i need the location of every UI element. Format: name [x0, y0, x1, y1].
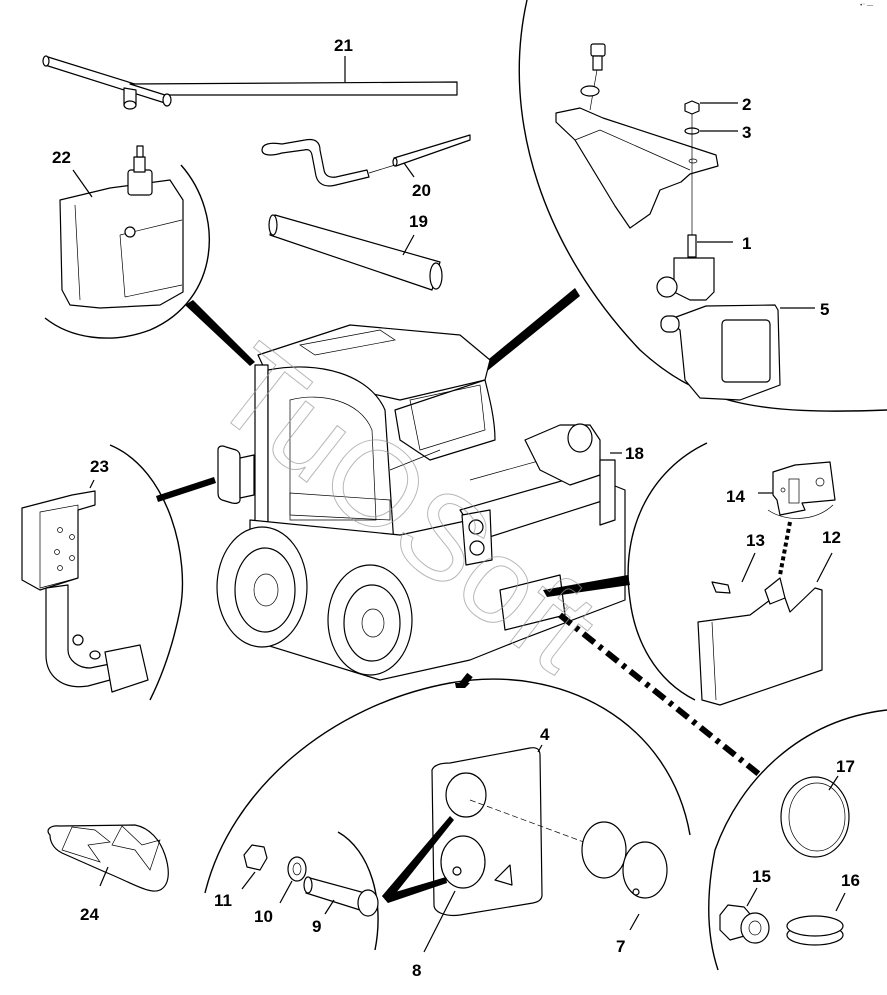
nut-part-11 — [243, 844, 268, 871]
grommet-part — [719, 904, 770, 944]
callout-22: 22 — [52, 148, 71, 167]
lamp-lens-part-7 — [622, 841, 668, 899]
callout-13: 13 — [746, 531, 765, 550]
bolt-part-9 — [303, 876, 379, 917]
callout-18: 18 — [625, 444, 644, 463]
hose-part — [261, 134, 471, 187]
stud-part — [687, 234, 697, 258]
tail-light-housing-part — [431, 747, 543, 917]
bracket-part — [555, 107, 719, 229]
detail-circle-tail-light: 4 7 8 9 10 11 — [204, 672, 691, 980]
wheel-rear — [327, 564, 413, 676]
lamp-bracket-part — [767, 461, 836, 519]
callout-8: 8 — [412, 961, 421, 980]
reflector-part — [780, 776, 850, 858]
callout-5: 5 — [820, 300, 829, 319]
detail-circle-beacon — [44, 145, 255, 366]
skid-steer-loader: 18 — [216, 324, 644, 681]
callout-7: 7 — [616, 937, 625, 956]
detail-circle-work-light: 1 2 3 5 — [478, 0, 887, 412]
callout-17: 17 — [836, 757, 855, 776]
detail-circle-reflector: 17 15 16 — [558, 612, 887, 971]
washer-part-10 — [287, 856, 307, 882]
detail-circle-license-plate: 14 13 12 — [543, 442, 841, 706]
wheel-front — [216, 526, 308, 648]
lamp-lens-part-8 — [452, 866, 462, 876]
callout-19: 19 — [409, 212, 428, 231]
callout-23: 23 — [90, 457, 109, 476]
callout-15: 15 — [752, 867, 771, 886]
callout-11: 11 — [214, 891, 232, 910]
license-plate-bracket-part — [697, 577, 823, 706]
gasket-part — [581, 821, 627, 879]
callout-10: 10 — [254, 907, 273, 926]
callout-12: 12 — [822, 528, 841, 547]
tee-tube-part — [42, 55, 458, 110]
callout-21: 21 — [334, 36, 353, 55]
reflective-decal-part — [47, 824, 169, 892]
work-light-part — [656, 257, 781, 401]
corner-mark: •⁻ — — [860, 3, 873, 9]
callout-20: 20 — [412, 181, 431, 200]
callout-2: 2 — [742, 95, 751, 114]
callout-9: 9 — [312, 917, 321, 936]
callout-3: 3 — [742, 123, 751, 142]
nut-part — [684, 100, 700, 115]
beacon-light-part — [59, 145, 184, 309]
plug-part — [786, 915, 844, 946]
callout-1: 1 — [742, 234, 751, 253]
callout-4: 4 — [540, 725, 550, 744]
tube-part — [268, 214, 443, 291]
callout-14: 14 — [726, 487, 745, 506]
callout-16: 16 — [841, 871, 860, 890]
bolt-part — [580, 43, 606, 111]
mirror-bracket-part — [21, 490, 149, 693]
detail-circle-mirror — [21, 444, 216, 701]
callout-24: 24 — [80, 905, 99, 924]
